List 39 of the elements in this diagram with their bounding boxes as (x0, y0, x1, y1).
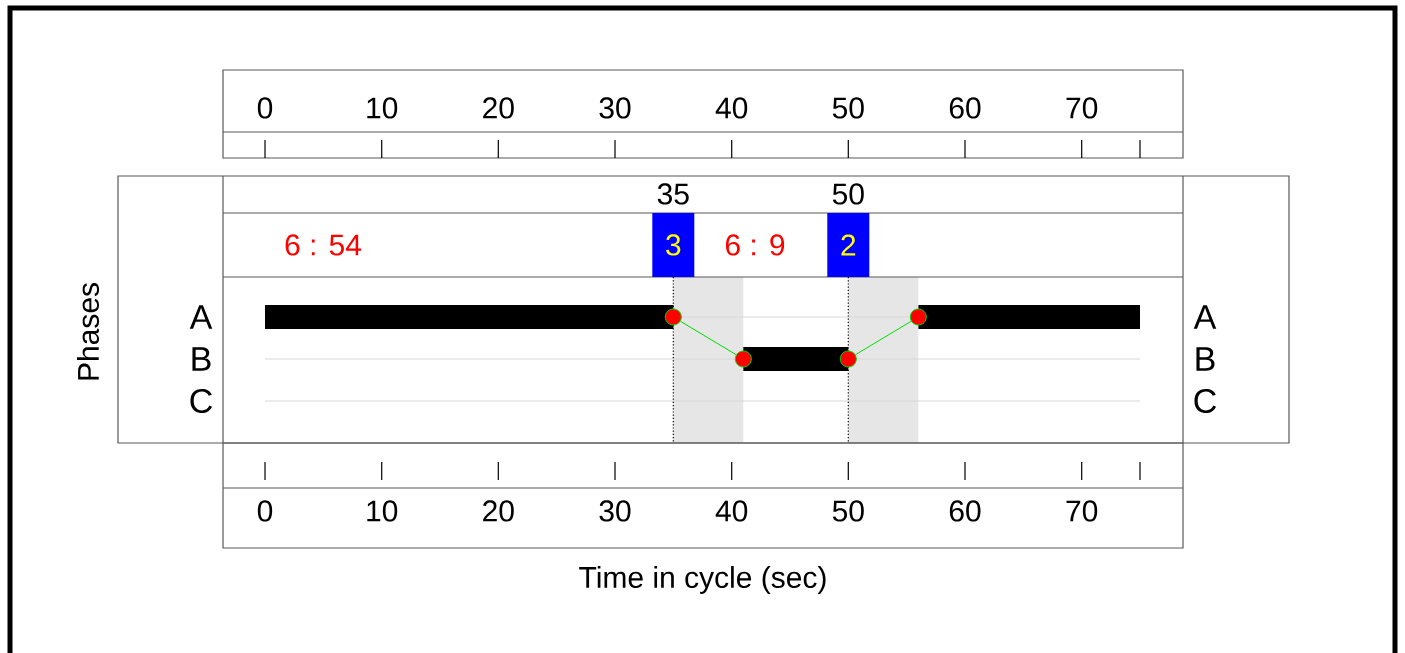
axis-tick-label: 10 (367, 97, 398, 119)
axis-tick-label: 60 (949, 500, 981, 522)
axis-tick-label: 20 (483, 97, 514, 119)
transition-dot (839, 350, 857, 368)
axis-tick-label: 0 (257, 500, 273, 522)
phase-bar (918, 305, 1140, 329)
axis-tick-label: 50 (832, 500, 864, 522)
transition-dot (734, 350, 752, 368)
phase-label: A (1193, 305, 1217, 329)
transition-line (855, 320, 912, 356)
phase-label: C (1194, 388, 1216, 414)
phase-label: B (1196, 347, 1215, 371)
axis-tick-label: 40 (715, 500, 748, 522)
phase-number-box: 2 (827, 213, 870, 277)
axis-tick-label: 60 (949, 97, 981, 119)
axis-tick-label: 70 (1066, 500, 1098, 522)
axis-tick-label: 30 (599, 500, 631, 522)
axis-tick-label: 10 (367, 500, 398, 522)
phase-bar (265, 305, 674, 329)
phase-bar (743, 347, 849, 371)
axis-tick-label: 30 (599, 97, 631, 119)
axis-tick-label: 0 (257, 97, 273, 119)
phase-label: A (189, 305, 213, 329)
phase-label: C (190, 388, 212, 414)
phase-label: B (192, 347, 211, 371)
transition-line (680, 320, 737, 356)
ratio-label: 6 : 9 (725, 234, 785, 256)
ratio-label: 6 : 54 (285, 234, 362, 256)
axis-title: Time in cycle (sec) (579, 566, 826, 594)
phase-number-box: 3 (652, 213, 695, 277)
axis-tick-label: 50 (832, 97, 864, 119)
transition-dot (664, 308, 682, 326)
axis-tick-label: 40 (715, 97, 748, 119)
transition-dot (909, 308, 927, 326)
time-marker-label: 35 (657, 183, 689, 205)
time-marker-label: 50 (832, 183, 864, 205)
axis-title: Phases (77, 283, 99, 380)
axis-tick-label: 20 (483, 500, 514, 522)
axis-tick-label: 70 (1066, 97, 1098, 119)
